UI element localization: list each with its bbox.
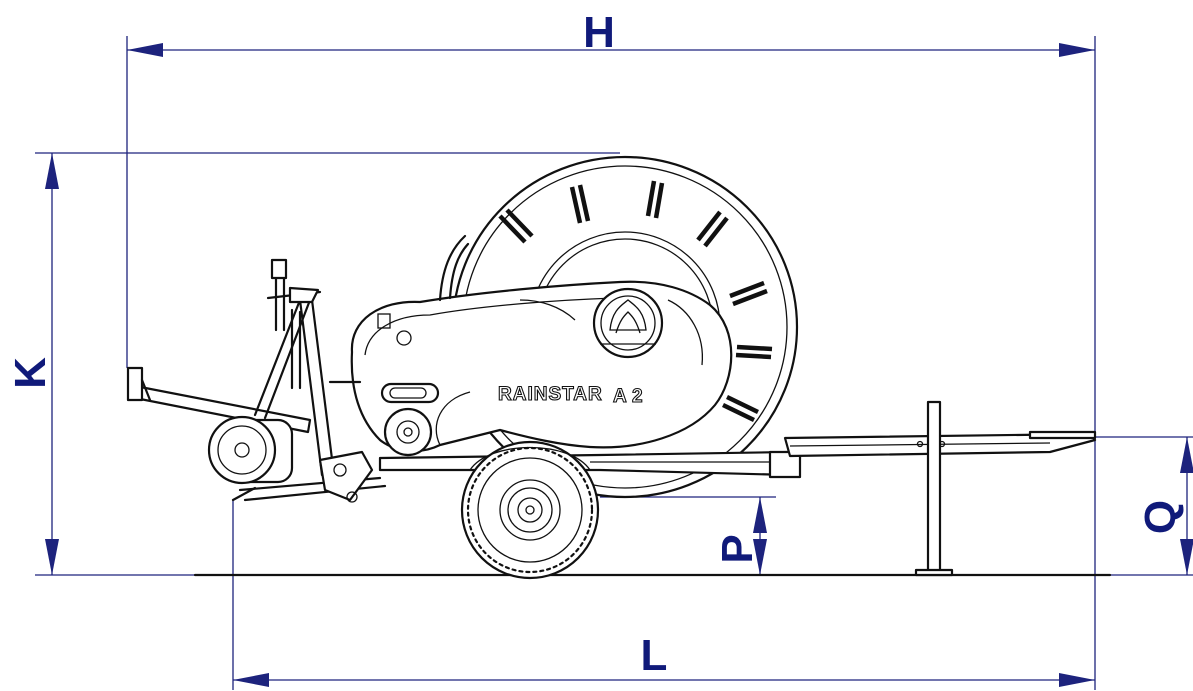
label-h: H [583, 8, 615, 57]
tow-bar [126, 258, 387, 503]
main-wheel [460, 440, 600, 580]
dimension-q [1180, 437, 1193, 575]
dimension-p [753, 497, 767, 575]
model-number: 2 [632, 386, 644, 407]
machine-housing: RAINSTAR A 2 [328, 234, 733, 457]
rear-support-arm [783, 400, 1097, 577]
label-p: P [713, 534, 762, 563]
dimension-h [127, 43, 1095, 57]
brand-name: RAINSTAR [498, 384, 603, 405]
label-q: Q [1136, 500, 1185, 534]
hose-reel-machine: RAINSTAR A 2 [126, 155, 1112, 580]
drum-spoke-marks [498, 180, 773, 423]
dimension-l [233, 673, 1095, 687]
model-letter: A [613, 386, 628, 407]
label-l: L [641, 631, 668, 680]
dimension-k [45, 153, 59, 575]
support-wheel [207, 415, 294, 485]
label-k: K [6, 357, 55, 389]
logo-emblem [592, 287, 664, 359]
